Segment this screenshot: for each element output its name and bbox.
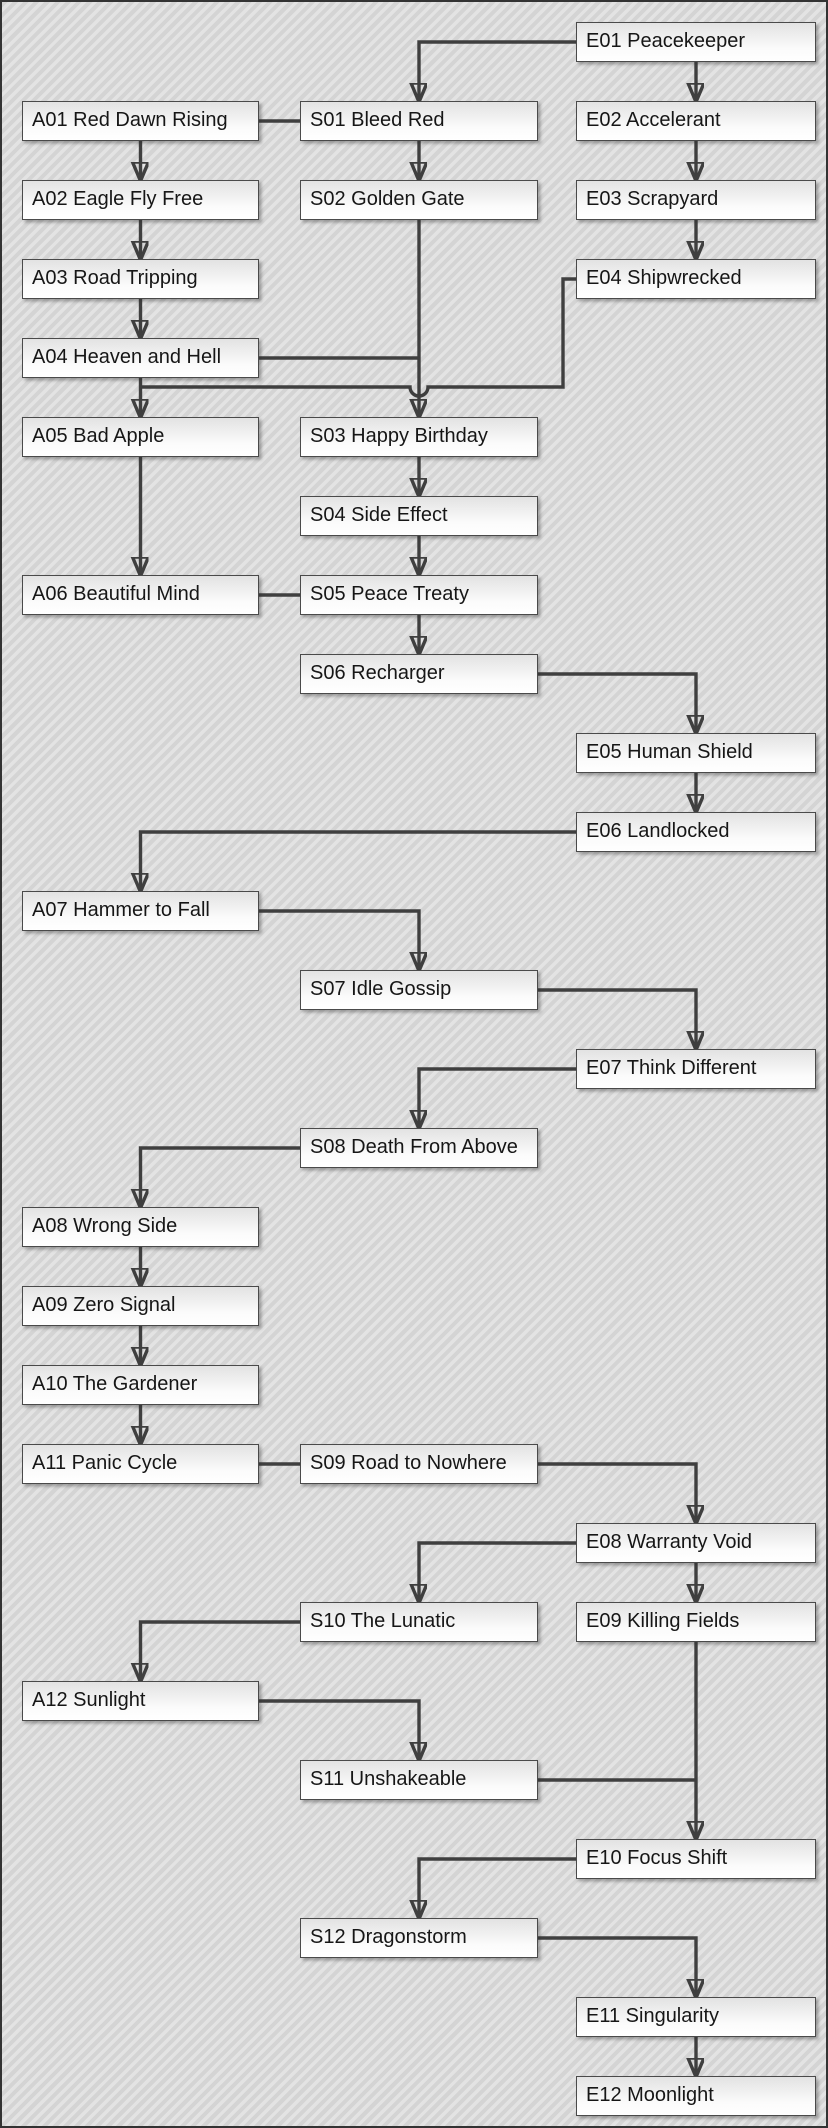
flowchart-node-s11: S11 Unshakeable — [300, 1760, 538, 1800]
edge-s12-e11 — [538, 1938, 696, 1997]
edge-e07-s08 — [419, 1069, 576, 1128]
flowchart-node-s03: S03 Happy Birthday — [300, 417, 538, 457]
flowchart-node-s06: S06 Recharger — [300, 654, 538, 694]
edge-s09-e08 — [538, 1464, 696, 1523]
flowchart-node-e05: E05 Human Shield — [576, 733, 816, 773]
flowchart-node-s07: S07 Idle Gossip — [300, 970, 538, 1010]
flowchart-node-a11: A11 Panic Cycle — [22, 1444, 259, 1484]
flowchart-node-a02: A02 Eagle Fly Free — [22, 180, 259, 220]
flowchart-node-e11: E11 Singularity — [576, 1997, 816, 2037]
flowchart-node-s12: S12 Dragonstorm — [300, 1918, 538, 1958]
edge-s10-a12 — [141, 1622, 301, 1681]
flowchart-node-e08: E08 Warranty Void — [576, 1523, 816, 1563]
flowchart-node-e04: E04 Shipwrecked — [576, 259, 816, 299]
edge-a12-s11 — [259, 1701, 419, 1760]
edge-e01-s01 — [419, 42, 576, 101]
flowchart-node-a06: A06 Beautiful Mind — [22, 575, 259, 615]
flowchart-node-e10: E10 Focus Shift — [576, 1839, 816, 1879]
flowchart-node-a07: A07 Hammer to Fall — [22, 891, 259, 931]
flowchart-node-s04: S04 Side Effect — [300, 496, 538, 536]
flowchart-node-a12: A12 Sunlight — [22, 1681, 259, 1721]
flowchart-node-s02: S02 Golden Gate — [300, 180, 538, 220]
flowchart-node-a04: A04 Heaven and Hell — [22, 338, 259, 378]
flowchart-node-a08: A08 Wrong Side — [22, 1207, 259, 1247]
edge-e10-s12 — [419, 1859, 576, 1918]
flowchart-node-e06: E06 Landlocked — [576, 812, 816, 852]
flowchart-node-e02: E02 Accelerant — [576, 101, 816, 141]
edge-e06-a07 — [141, 832, 577, 891]
flowchart-node-a10: A10 The Gardener — [22, 1365, 259, 1405]
edge-s07-e07 — [538, 990, 696, 1049]
flowchart-node-e01: E01 Peacekeeper — [576, 22, 816, 62]
flowchart-node-e03: E03 Scrapyard — [576, 180, 816, 220]
flowchart-node-s10: S10 The Lunatic — [300, 1602, 538, 1642]
flowchart-node-s08: S08 Death From Above — [300, 1128, 538, 1168]
flowchart-node-e12: E12 Moonlight — [576, 2076, 816, 2116]
flowchart-node-s09: S09 Road to Nowhere — [300, 1444, 538, 1484]
flowchart-node-a01: A01 Red Dawn Rising — [22, 101, 259, 141]
edge-s06-e05 — [538, 674, 696, 733]
flowchart-node-a09: A09 Zero Signal — [22, 1286, 259, 1326]
edge-a07-s07 — [259, 911, 419, 970]
edge-s08-a08 — [141, 1148, 301, 1207]
flowchart-node-e09: E09 Killing Fields — [576, 1602, 816, 1642]
edge-e08-s10 — [419, 1543, 576, 1602]
flowchart-node-s01: S01 Bleed Red — [300, 101, 538, 141]
flowchart-node-a05: A05 Bad Apple — [22, 417, 259, 457]
flowchart-node-a03: A03 Road Tripping — [22, 259, 259, 299]
flowchart-node-e07: E07 Think Different — [576, 1049, 816, 1089]
flowchart-node-s05: S05 Peace Treaty — [300, 575, 538, 615]
